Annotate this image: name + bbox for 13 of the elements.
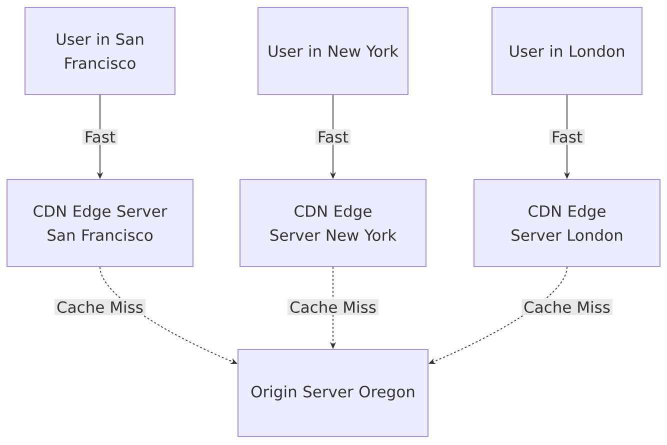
process-box: CDN Edge Server New York <box>240 179 426 267</box>
process-box: CDN Edge Server London <box>474 179 660 267</box>
edge-label: Cache Miss <box>288 299 378 315</box>
edge-label: Cache Miss <box>522 299 612 315</box>
process-box: CDN Edge Server San Francisco <box>6 179 194 267</box>
edge-label: Fast <box>82 129 118 145</box>
process-box: User in London <box>492 7 642 95</box>
edge-label: Cache Miss <box>54 299 146 315</box>
process-box: User in San Francisco <box>24 7 176 95</box>
process-box: Origin Server Oregon <box>238 349 428 437</box>
edge-label: Fast <box>315 129 351 145</box>
process-box: User in New York <box>258 7 408 95</box>
edge-label: Fast <box>549 129 585 145</box>
